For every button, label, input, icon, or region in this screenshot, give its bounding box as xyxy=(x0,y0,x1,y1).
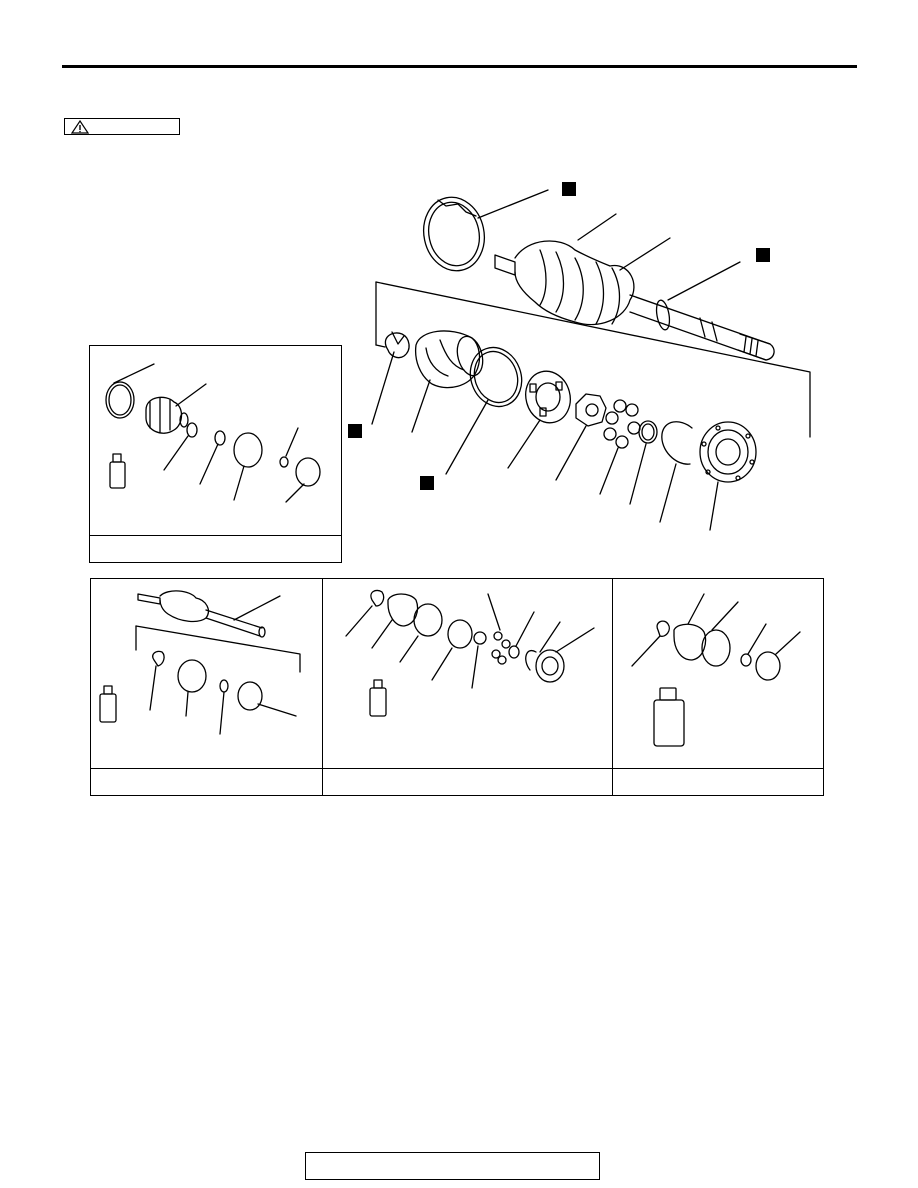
drive-shaft-assembly xyxy=(494,240,775,361)
inner-race xyxy=(575,393,607,427)
boot-band-large xyxy=(423,196,485,272)
circlip-large xyxy=(469,346,523,408)
black-square-markers xyxy=(348,182,770,490)
marker-right xyxy=(756,248,770,262)
kits-divider-1 xyxy=(322,578,323,796)
warning-triangle-icon xyxy=(71,120,89,134)
snap-ring xyxy=(638,420,658,444)
inset-kit-frame xyxy=(89,345,342,563)
marker-left xyxy=(348,424,362,438)
kit-boot xyxy=(631,593,801,747)
footer-box xyxy=(305,1152,600,1180)
caution-box xyxy=(64,118,180,135)
ball-cage xyxy=(525,370,571,424)
header-rule xyxy=(62,65,857,68)
boot xyxy=(414,330,484,389)
kits-divider-2 xyxy=(612,578,613,796)
kits-caption-line xyxy=(90,768,824,769)
kit-joint-repair xyxy=(345,589,595,717)
o-ring xyxy=(661,421,693,465)
marker-bottom xyxy=(420,476,434,490)
kit-shaft-assembly xyxy=(99,590,301,735)
boot-band-small xyxy=(384,331,410,359)
inset-kit-caption-line xyxy=(89,535,342,536)
outer-race-housing xyxy=(699,421,757,483)
inset-boot-band-kit xyxy=(105,363,321,503)
assembly-bracket xyxy=(375,281,811,438)
steel-balls xyxy=(603,399,641,449)
marker-top xyxy=(562,182,576,196)
kits-frame xyxy=(90,578,824,796)
